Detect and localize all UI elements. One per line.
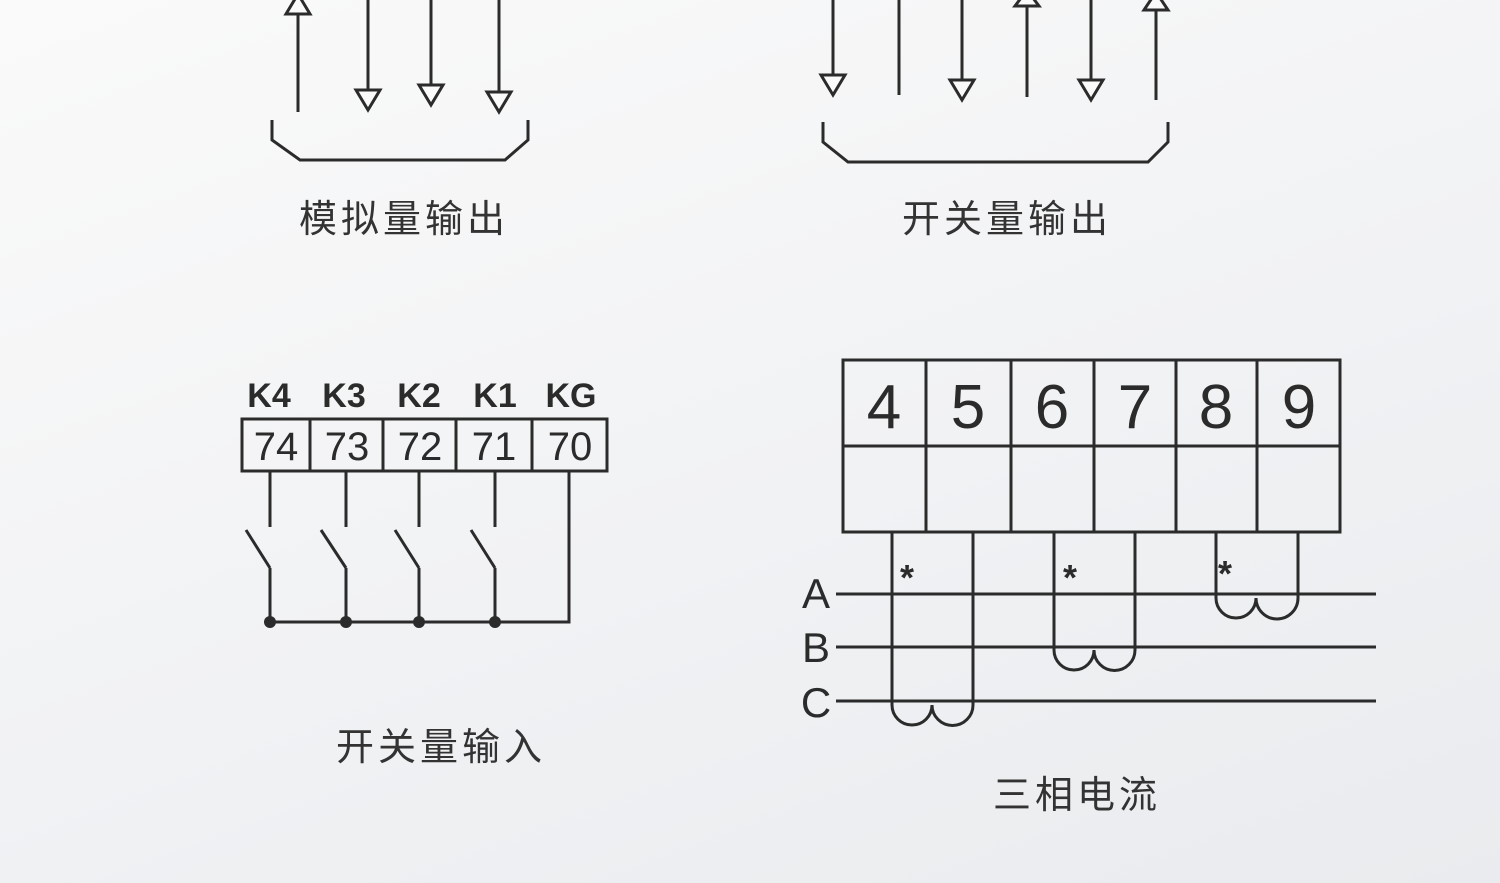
- switch-output-caption: 开关量输出: [902, 197, 1112, 241]
- switch-input-label-k2: K2: [397, 377, 440, 415]
- analog-output-diagram: 模拟量输出: [270, 0, 530, 241]
- current-terminal-7: 7: [1118, 373, 1152, 442]
- current-terminal-8: 8: [1199, 373, 1233, 442]
- switch-k1: [469, 471, 501, 628]
- current-terminal-4: 4: [867, 373, 901, 442]
- switch-output-arrow-down-1: [818, 0, 848, 98]
- switch-output-arrow-up-1: [1012, 0, 1042, 97]
- current-transformer-phase-b: *: [1052, 532, 1137, 672]
- analog-output-arrow-down-3: [484, 0, 514, 115]
- switch-input-terminal-73: 73: [325, 425, 370, 469]
- current-terminal-6: 6: [1035, 373, 1069, 442]
- current-terminal-5: 5: [951, 373, 985, 442]
- switch-input-terminal-70: 70: [548, 425, 593, 469]
- polarity-mark-b: *: [1063, 557, 1077, 598]
- switch-input-common-bus: [270, 471, 571, 624]
- switch-input-label-k4: K4: [247, 377, 291, 415]
- analog-output-arrow-up: [283, 0, 313, 112]
- switch-input-label-k3: K3: [322, 377, 365, 415]
- analog-output-bracket: [270, 120, 530, 162]
- analog-output-caption: 模拟量输出: [299, 197, 509, 241]
- analog-output-arrow-down-2: [416, 0, 446, 108]
- switch-k3: [319, 471, 352, 628]
- switch-input-label-k1: K1: [473, 377, 516, 415]
- switch-output-arrow-down-2: [947, 0, 977, 103]
- analog-output-arrow-down-1: [353, 0, 383, 113]
- switch-k2: [393, 471, 425, 628]
- phase-label-b: B: [802, 624, 830, 671]
- switch-output-arrow-up-2: [1141, 0, 1171, 100]
- switch-input-label-kg: KG: [546, 377, 597, 415]
- switch-output-bracket: [821, 122, 1170, 164]
- phase-label-a: A: [802, 570, 830, 617]
- current-transformer-phase-a: *: [1214, 532, 1300, 621]
- polarity-mark-c: *: [900, 557, 914, 598]
- switch-input-terminal-72: 72: [398, 425, 443, 469]
- switch-k4: [244, 471, 276, 628]
- three-phase-current-diagram: 4 5 6 7 8 9 A B C * * * 三相电流: [801, 358, 1376, 817]
- current-transformer-phase-c: *: [890, 532, 975, 727]
- switch-input-diagram: K4 K3 K2 K1 KG 74 73 72 71 70: [240, 377, 609, 769]
- three-phase-current-caption: 三相电流: [993, 773, 1161, 817]
- switch-output-arrow-down-3: [1076, 0, 1106, 103]
- phase-label-c: C: [801, 679, 831, 726]
- switch-input-caption: 开关量输入: [336, 725, 546, 769]
- polarity-mark-a: *: [1218, 553, 1232, 594]
- switch-output-diagram: 开关量输出: [818, 0, 1171, 241]
- switch-input-terminal-71: 71: [472, 425, 517, 469]
- current-terminal-9: 9: [1282, 373, 1316, 442]
- switch-input-terminal-74: 74: [254, 425, 299, 469]
- switch-input-terminal-block: [240, 417, 609, 473]
